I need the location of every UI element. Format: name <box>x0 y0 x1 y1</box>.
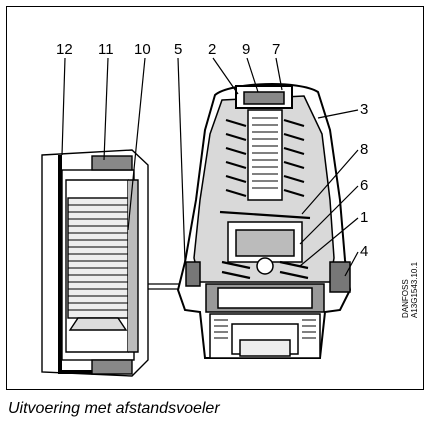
callout-12: 12 <box>56 41 73 58</box>
callout-2: 2 <box>208 41 216 58</box>
callout-labels: 12 11 10 5 2 9 7 3 8 6 1 4 <box>56 41 368 260</box>
callout-4: 4 <box>360 243 368 260</box>
callout-1: 1 <box>360 209 368 226</box>
callout-3: 3 <box>360 101 368 118</box>
drawing-code: DANFOSS A13G1543.10.11 <box>401 262 419 318</box>
callout-9: 9 <box>242 41 250 58</box>
leader-lines <box>61 57 359 277</box>
cross-section-drawing: 12 11 10 5 2 9 7 3 8 6 1 4 <box>41 41 368 377</box>
callout-11: 11 <box>98 41 114 58</box>
drawing-code-brand: DANFOSS <box>401 279 410 318</box>
callout-10: 10 <box>134 41 151 58</box>
remote-sensor <box>41 149 149 377</box>
callout-5: 5 <box>174 41 182 58</box>
figure-caption: Uitvoering met afstandsvoeler <box>8 400 220 417</box>
callout-6: 6 <box>360 177 368 194</box>
valve-head <box>176 83 352 359</box>
callout-7: 7 <box>272 41 280 58</box>
callout-8: 8 <box>360 141 368 158</box>
drawing-code-number: A13G1543.10.11 <box>410 262 419 318</box>
figure-frame <box>6 6 424 390</box>
